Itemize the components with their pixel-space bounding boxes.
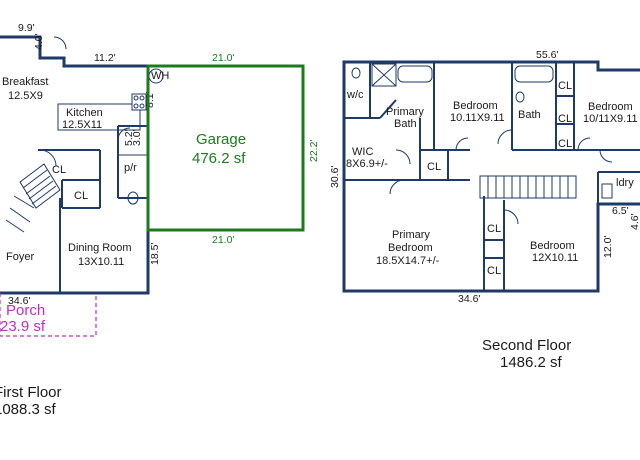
stove-burner	[133, 103, 139, 109]
bedroom-label: Bedroom	[588, 101, 633, 113]
dim-top-left: 9.9'	[18, 22, 35, 34]
dim-pantry-b: 3.0'	[131, 129, 143, 146]
closet-label: CL	[52, 164, 66, 176]
dim-pantry-a: 5.2'	[123, 129, 135, 146]
door-swing	[497, 129, 513, 145]
second-floor: 55.6' 30.6' 34.6' 12.0' 6.5' 4.6' w/c Pr…	[329, 49, 640, 371]
primary-bedroom-size: 18.5X14.7+/-	[376, 255, 440, 267]
toilet-icon	[351, 67, 361, 79]
dim-stair-drop: 4.0'	[33, 33, 45, 50]
toilet-icon	[127, 191, 139, 205]
dim-second-top: 55.6'	[536, 49, 558, 61]
garage-area: 476.2 sf	[192, 150, 246, 167]
porch-outline	[0, 293, 97, 337]
second-floor-area: 1486.2 sf	[500, 354, 563, 371]
laundry-label: ldry	[616, 177, 634, 189]
dining-size: 13X10.11	[78, 256, 124, 268]
porch-area: 23.9 sf	[0, 318, 46, 335]
kitchen-counter	[57, 103, 141, 131]
bedroom-size: 12X10.11	[532, 252, 578, 264]
closet-label: CL	[487, 265, 501, 277]
first-floor: 9.9' 4.0' 11.2' 8.1' 5.2' 3.0' 18.5' 34.…	[0, 22, 169, 418]
stove-burner	[133, 95, 139, 101]
bedroom-label: Bedroom	[530, 240, 575, 252]
kitchen-label: Kitchen	[66, 107, 103, 119]
bath-label: Bath	[518, 109, 541, 121]
wall	[379, 99, 397, 119]
dim-second-left: 30.6'	[329, 166, 341, 188]
stove-burner	[139, 95, 145, 101]
primary-bath-label: Primary	[386, 106, 424, 118]
second-floor-staircase	[479, 175, 577, 199]
dim-second-right-c: 4.6'	[629, 213, 640, 230]
door-swing	[389, 179, 405, 195]
door-swing	[53, 36, 67, 50]
primary-bedroom-label: Primary	[392, 229, 430, 241]
water-heater-label: WH	[151, 70, 169, 82]
garage-dim-right: 22.2'	[308, 140, 320, 162]
closet-label: CL	[487, 223, 501, 235]
garage: 21.0' 22.2' 21.0' Garage 476.2 sf	[146, 52, 320, 246]
stove-burner	[139, 103, 145, 109]
breakfast-label: Breakfast	[2, 76, 48, 88]
door-swing	[395, 149, 411, 165]
bathtub-icon	[397, 65, 433, 83]
closet-label: CL	[74, 190, 88, 202]
porch-label: Porch	[6, 302, 45, 319]
dim-kitchen-right: 8.1'	[144, 91, 156, 108]
garage-dim-bottom: 21.0'	[212, 234, 234, 246]
staircase	[5, 163, 61, 233]
closet-box	[419, 149, 449, 181]
second-floor-exterior-wall	[342, 60, 640, 293]
first-floor-title: First Floor	[0, 384, 62, 401]
bedroom-size: 10.11X9.11	[450, 112, 505, 124]
primary-bedroom-label: Bedroom	[388, 242, 433, 254]
kitchen-size: 12.5X11	[62, 119, 102, 131]
closet-box	[555, 123, 575, 151]
sink-icon	[601, 183, 613, 199]
closet-label: CL	[558, 80, 572, 92]
door-swing	[599, 149, 613, 163]
dim-second-right-b: 6.5'	[612, 205, 629, 217]
first-floor-exterior-wall	[0, 35, 150, 295]
dim-kitchen-top: 11.2'	[94, 52, 116, 64]
primary-bath-label: Bath	[394, 118, 417, 130]
door-swing	[39, 149, 57, 167]
closet-label: CL	[558, 113, 572, 125]
dim-second-right-a: 12.0'	[602, 236, 614, 258]
bedroom-size: 10/11X9.11	[583, 113, 638, 125]
dining-label: Dining Room	[68, 242, 132, 254]
door-swing	[503, 209, 519, 225]
door-swing	[577, 137, 591, 151]
dim-dining-right: 18.5'	[149, 243, 161, 265]
first-floor-area: 1088.3 sf	[0, 401, 57, 418]
garage-dim-top: 21.0'	[212, 52, 234, 64]
wic-label: WIC	[352, 146, 373, 158]
wic-size: 8X6.9+/-	[346, 158, 388, 170]
door-swing	[117, 127, 131, 141]
door-swing	[455, 137, 469, 151]
foyer-label: Foyer	[6, 251, 34, 263]
second-floor-title: Second Floor	[482, 337, 571, 354]
stove	[131, 93, 147, 111]
garage-outline	[146, 64, 305, 232]
closet-label: CL	[427, 161, 441, 173]
dim-bottom: 34.6'	[8, 295, 30, 307]
closet-label: CL	[558, 138, 572, 150]
wc-label: w/c	[346, 89, 364, 101]
bedroom-label: Bedroom	[453, 100, 498, 112]
pantry-label: p/r	[124, 162, 137, 174]
breakfast-size: 12.5X9	[8, 90, 43, 102]
toilet-icon	[515, 91, 525, 103]
shower-icon	[371, 63, 397, 87]
garage-label: Garage	[196, 131, 246, 148]
bathtub-icon	[514, 65, 554, 83]
dim-second-bottom: 34.6'	[458, 293, 480, 305]
